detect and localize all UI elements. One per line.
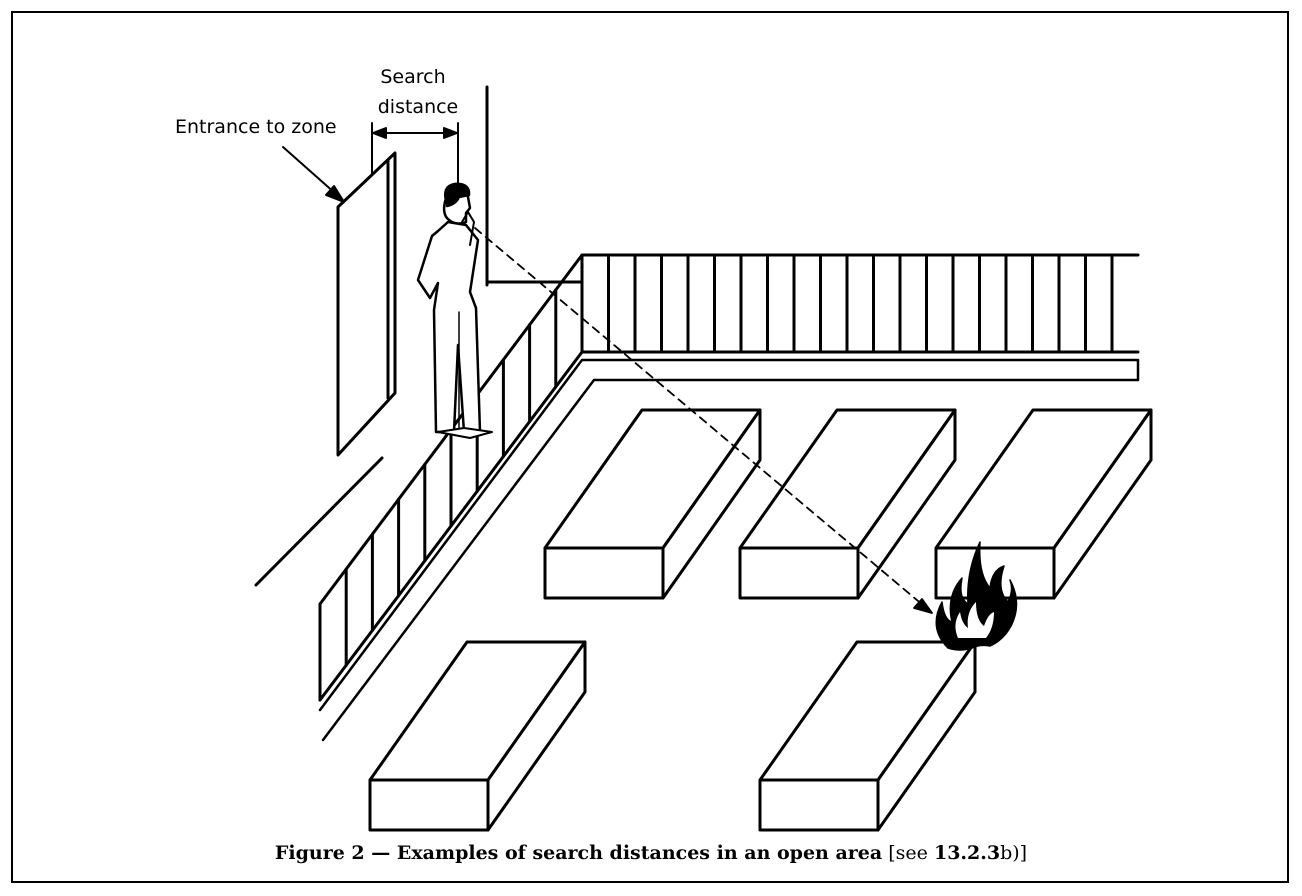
figure-title: Figure 2 — Examples of search distances … [274,842,883,864]
fire-icon [935,541,1018,651]
storage-block-top-middle [738,408,957,600]
caption-reference: 13.2.3 [933,842,1001,864]
search-distance-label-line2: distance [378,96,459,118]
search-distance-label-line1: Search [380,66,445,88]
back-wall [485,85,584,287]
person-figure [416,182,493,439]
figure-caption: Figure 2 — Examples of search distances … [0,842,1302,864]
search-distance-dimension [371,122,459,191]
balustrade [318,253,1140,742]
line-of-sight-arrow [474,227,933,614]
storage-block-top-right [934,408,1153,600]
storage-block-top-left [543,408,762,600]
storage-block-bottom-left [368,640,587,832]
floor-edge-line [254,456,384,587]
caption-see-close: b)] [1000,842,1028,864]
rail-posts [344,253,1114,667]
entrance-door [336,151,397,457]
storage-block-bottom-right [758,640,977,832]
entrance-label: Entrance to zone [175,116,337,138]
caption-see-open: [see [888,842,934,864]
entrance-pointer-arrow [282,146,345,203]
